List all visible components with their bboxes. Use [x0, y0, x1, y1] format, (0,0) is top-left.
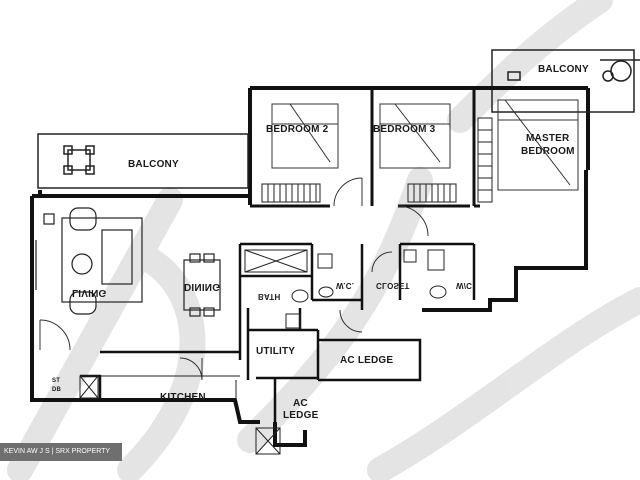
balcony-left-label: BALCONY [128, 159, 179, 170]
closet-label: CLOSET [376, 281, 410, 290]
ac-ledge-2-label-line2: LEDGE [283, 410, 319, 421]
bedroom2-label: BEDROOM 2 [266, 124, 329, 135]
master-bedroom-label-line2: BEDROOM [521, 146, 575, 157]
bed-outlines [271, 99, 579, 191]
toilet-icon [285, 285, 447, 329]
dining-table-icon [183, 253, 221, 317]
ac-ledge-1-label: AC LEDGE [340, 355, 394, 366]
shower-icon [79, 249, 308, 455]
st-label: ST [52, 378, 61, 384]
walls [30, 86, 590, 447]
credit-footer: KEVIN AW J S | SRX PROPERTY [0, 443, 122, 461]
db-label: DB [52, 387, 62, 393]
wc-label: W.C. [336, 281, 355, 290]
balcony-left-outline [37, 133, 249, 189]
dining-label: DINING [184, 281, 221, 292]
wardrobes [261, 117, 493, 203]
basin-icon [317, 249, 445, 271]
ac-ledge-2-label-line1: AC [293, 398, 308, 409]
service-walls [80, 242, 476, 422]
master-bedroom-label-line1: MASTER [526, 133, 570, 144]
living-furniture [35, 207, 143, 315]
utility-label: UTILITY [256, 346, 296, 357]
bath-label: BATH [258, 292, 281, 301]
balcony-top-outline [491, 49, 640, 113]
door-swing-icon [39, 177, 429, 381]
bedroom3-label: BEDROOM 3 [373, 124, 436, 135]
bedroom-partitions [250, 90, 480, 208]
wic-label: W/C [456, 281, 473, 290]
balcony-top-label: BALCONY [538, 64, 589, 75]
kitchen-label: KITCHEN [160, 392, 206, 403]
living-label: LIVING [72, 287, 107, 298]
kitchen-counter [100, 375, 240, 400]
